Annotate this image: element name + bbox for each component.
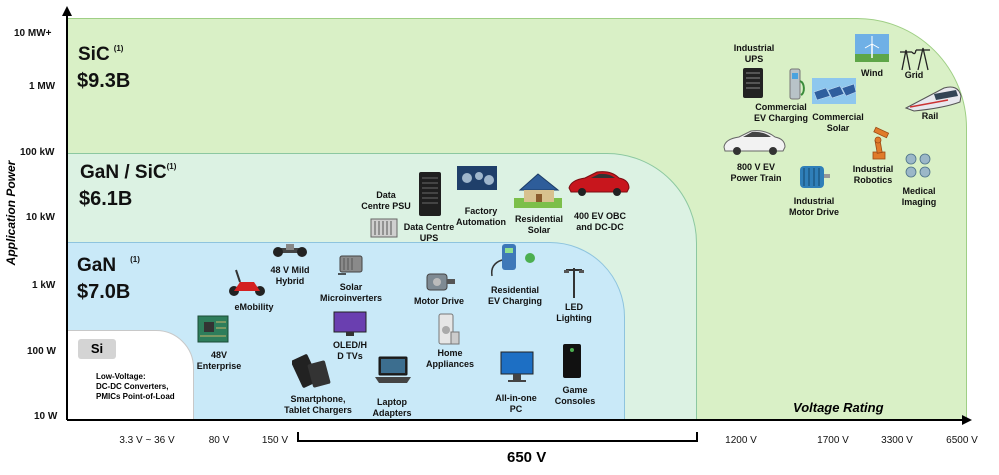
laptop-icon [375,356,411,383]
app-label: Data Centre PSU [361,190,411,211]
app-label: OLED/H D TVs [332,340,367,361]
x-tick: 80 V [208,435,230,446]
app-label: Smartphone, Tablet Chargers [284,394,352,415]
ev-car-icon [723,130,786,155]
robot-arm-icon [872,126,890,160]
x-tick: 1700 V [817,435,849,446]
si-badge: Si [78,339,116,359]
industrial-motor-icon [800,166,830,188]
scooter-icon [229,269,265,296]
app-label: Industrial UPS [733,43,775,64]
y-axis-title: Application Power [4,160,18,266]
si-description: Low-Voltage: DC-DC Converters, PMICs Poi… [96,372,175,401]
psu-icon [370,218,398,238]
app-label: 400 EV OBC and DC-DC [573,211,627,232]
motor-icon [426,273,455,291]
solar-house-icon [514,173,562,208]
app-label: Game Consoles [554,385,596,406]
app-label: 48 V Mild Hybrid [270,265,310,286]
ev-charger-icon [789,68,805,100]
app-label: Medical Imaging [901,186,937,207]
app-label: Commercial Solar [812,112,864,133]
app-label: 48V Enterprise [196,350,242,371]
app-label: 800 V EV Power Train [730,162,782,183]
y-tick: 10 MW+ [14,28,52,39]
gan-title: GaN(1) [77,255,140,276]
appliance-icon [438,313,460,345]
solar-farm-icon [812,78,856,104]
wind-turbine-icon [855,34,889,62]
app-label: Residential EV Charging [487,285,542,306]
console-icon [563,344,581,378]
app-label: Laptop Adapters [372,397,412,418]
smartphone-icon [292,354,331,388]
y-tick: 100 kW [20,147,55,158]
y-tick: 100 W [27,346,56,357]
monitor-icon [500,351,534,382]
x-tick: 3.3 V ~ 36 V [119,435,175,446]
x-tick: 3300 V [881,435,913,446]
app-label: Factory Automation [456,206,506,227]
train-icon [904,86,962,112]
sic-value: $9.3B [77,70,131,92]
y-tick: 1 MW [29,81,56,92]
app-label: Home Appliances [425,348,474,369]
gan-sic-title: GaN / SiC(1) [80,162,177,183]
bracket-label: 650 V [507,449,547,466]
app-label: All-in-one PC [495,393,537,414]
app-label: Industrial Motor Drive [788,196,839,217]
y-tick: 10 kW [26,212,55,223]
app-label: Wind [861,68,883,78]
app-label: Commercial EV Charging [753,102,808,123]
circuit-board-icon [197,315,229,343]
app-label: Motor Drive [413,296,464,306]
app-label: Rail [921,111,939,121]
app-label: Residential Solar [514,214,563,235]
medical-imaging-icon [905,153,931,178]
wallbox-icon [490,244,535,277]
x-axis-title: Voltage Rating [793,400,884,415]
y-tick: 10 W [34,411,58,422]
gan-value: $7.0B [77,281,131,303]
microinverter-icon [338,255,363,275]
gan-sic-value: $6.1B [79,188,133,210]
app-label: Grid [904,70,924,80]
x-tick: 6500 V [946,435,978,446]
sic-title: SiC(1) [78,44,124,65]
sports-car-icon [568,171,630,196]
app-label: Industrial Robotics [852,164,894,185]
app-label: LED Lighting [556,302,592,323]
app-label: Data Centre UPS [403,222,455,243]
chassis-icon [273,244,307,257]
x-tick: 1200 V [725,435,757,446]
server-rack-icon [419,172,441,216]
app-label: eMobility [234,302,274,312]
y-tick: 1 kW [32,280,56,291]
power-grid-icon [900,47,930,71]
tv-icon [333,311,367,336]
app-label: Solar Microinverters [319,282,383,303]
gears-icon [457,166,497,190]
streetlight-icon [564,268,584,298]
server-cabinet-icon [743,68,763,98]
x-tick: 150 V [261,435,289,446]
